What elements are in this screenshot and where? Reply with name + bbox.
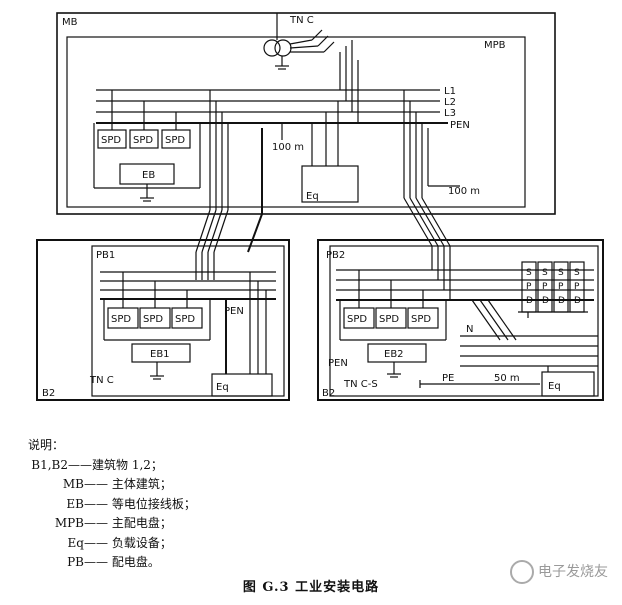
legend-item: MB—— 主体建筑； — [28, 475, 388, 495]
label-pen-pb1: PEN — [224, 306, 244, 317]
spd-v4-p: P — [574, 282, 580, 292]
label-mpb: MPB — [484, 40, 506, 51]
legend-item: Eq—— 负载设备； — [28, 534, 388, 554]
legend-key: PB — [67, 555, 84, 569]
label-pen-pb2: PEN — [328, 358, 348, 369]
mpb-panel-frame — [66, 36, 526, 208]
label-tncs: TN C-S — [343, 379, 378, 390]
eb1-box — [131, 343, 191, 363]
b2-building-frame — [317, 239, 604, 401]
label-pen-main: PEN — [450, 120, 470, 131]
eb2-box — [367, 343, 427, 363]
watermark: 电子发烧友 — [510, 560, 608, 584]
label-dist-100a: 100 m — [272, 142, 304, 153]
spd-v2-p: P — [542, 282, 548, 292]
label-tnc-top: TN C — [289, 15, 314, 26]
spd-v2-d: D — [542, 296, 549, 306]
legend-key: B1,B2 — [31, 457, 68, 472]
legend-value: —— 主体建筑； — [84, 477, 172, 491]
legend-item: MPB—— 主配电盘； — [28, 514, 388, 534]
spd-v2-s: S — [542, 268, 548, 278]
eq-box-pb2 — [541, 371, 595, 397]
legend-value: —— 等电位接线板； — [84, 496, 196, 511]
label-spd-pb1-2: SPD — [143, 314, 163, 325]
legend-item: EB—— 等电位接线板； — [28, 495, 388, 515]
label-b2-right: B2 — [322, 388, 335, 399]
legend-value: —— 配电盘。 — [84, 555, 160, 569]
label-eq-pb1: Eq — [216, 382, 229, 393]
label-n: N — [466, 324, 473, 335]
legend: 说明： B1,B2——建筑物 1,2； MB—— 主体建筑； EB—— 等电位接… — [28, 436, 388, 573]
legend-key: MPB — [54, 516, 84, 530]
spd-v3-p: P — [558, 282, 564, 292]
transformer-coil-b — [274, 39, 292, 57]
legend-key: MB — [62, 477, 84, 491]
legend-item: B1,B2——建筑物 1,2； — [28, 456, 388, 476]
label-spd-mb-1: SPD — [101, 135, 121, 146]
figure-caption: 图 G.3 工业安装电路 — [242, 580, 380, 595]
label-dist-100b: 100 m — [448, 186, 480, 197]
label-spd-mb-3: SPD — [165, 135, 185, 146]
pb2-panel-frame — [329, 245, 599, 397]
label-eq-pb2: Eq — [548, 381, 561, 392]
watermark-logo-icon — [510, 560, 534, 584]
pb1-panel-frame — [91, 245, 285, 397]
spd-v3-s: S — [558, 268, 564, 278]
legend-key: Eq — [67, 535, 84, 550]
label-eb2: EB2 — [384, 349, 404, 360]
label-l3: L3 — [444, 108, 456, 119]
b1-building-frame — [36, 239, 290, 401]
label-spd-pb2-2: SPD — [379, 314, 399, 325]
label-mb: MB — [62, 17, 78, 28]
label-pb2: PB2 — [326, 250, 345, 261]
legend-key: EB — [66, 496, 84, 511]
legend-heading: 说明： — [28, 438, 65, 452]
eq-box-pb1 — [211, 373, 273, 397]
mb-building-frame — [56, 12, 556, 215]
spd-v1-s: S — [526, 268, 532, 278]
label-spd-pb1-1: SPD — [111, 314, 131, 325]
spd-v4-s: S — [574, 268, 580, 278]
legend-value: —— 主配电盘； — [84, 516, 172, 530]
eq-box-mb — [301, 165, 359, 203]
label-eq-mb: Eq — [306, 191, 319, 202]
spd-v1-d: D — [526, 296, 533, 306]
label-tnc-b1: TN C — [89, 375, 114, 386]
label-pb1: PB1 — [96, 250, 115, 261]
label-pe: PE — [442, 373, 454, 384]
legend-item: PB—— 配电盘。 — [28, 553, 388, 573]
transformer-coil-a — [263, 39, 281, 57]
label-eb: EB — [142, 170, 155, 181]
spd-v4-d: D — [574, 296, 581, 306]
spd-v3-d: D — [558, 296, 565, 306]
label-dist-50: 50 m — [494, 373, 520, 384]
label-spd-pb2-1: SPD — [347, 314, 367, 325]
spd-v1-p: P — [526, 282, 532, 292]
label-l2: L2 — [444, 97, 456, 108]
label-spd-pb2-3: SPD — [411, 314, 431, 325]
label-spd-mb-2: SPD — [133, 135, 153, 146]
legend-value: ——建筑物 1,2； — [68, 457, 163, 472]
label-l1: L1 — [444, 86, 456, 97]
legend-value: —— 负载设备； — [84, 535, 172, 550]
label-b2-left: B2 — [42, 388, 55, 399]
label-spd-pb1-3: SPD — [175, 314, 195, 325]
label-eb1: EB1 — [150, 349, 170, 360]
watermark-text: 电子发烧友 — [538, 564, 608, 580]
